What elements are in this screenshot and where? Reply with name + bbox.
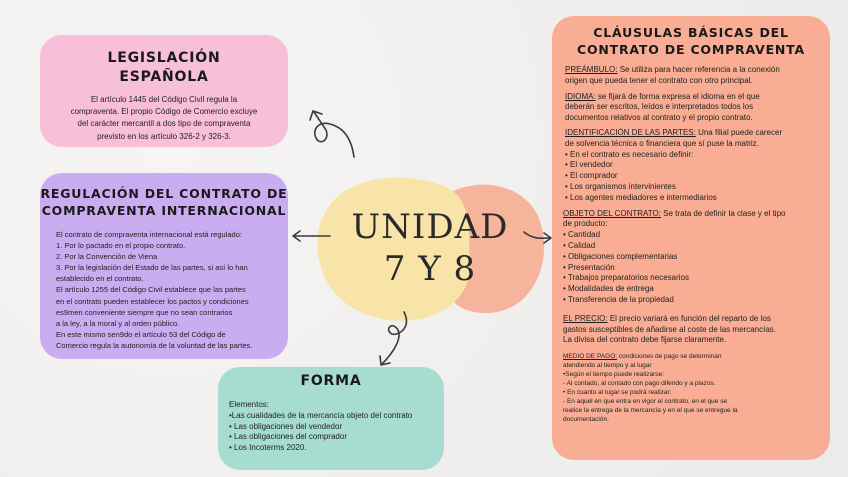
pago-section: MEDIO DE PAGO: condiciones de pago se de… bbox=[563, 352, 818, 424]
arrow-to-clausulas bbox=[523, 231, 551, 240]
pago-text: condiciones de pago se determinan atendi… bbox=[563, 353, 738, 424]
identificacion-section: IDENTIFICACIÓN DE LAS PARTES: Una filial… bbox=[565, 128, 818, 204]
forma-text: Elementos: •Las cualidades de la mercanc… bbox=[229, 400, 413, 453]
yellow-blob-shape bbox=[317, 177, 471, 321]
objeto-text: Se trata de definir la clase y el tipo d… bbox=[563, 208, 786, 304]
identificacion-label: IDENTIFICACIÓN DE LAS PARTES: bbox=[565, 127, 696, 137]
legislacion-text: El artículo 1445 del Código Civil regula… bbox=[70, 95, 258, 141]
arrowhead-regulacion bbox=[292, 230, 301, 242]
idioma-section: IDIOMA: se fijará de forma expresa el id… bbox=[565, 92, 818, 124]
arrowhead-legislacion bbox=[309, 110, 323, 121]
precio-section: EL PRECIO: El precio variará en función … bbox=[563, 314, 818, 346]
preambulo-label: PREÁMBULO: bbox=[565, 65, 618, 74]
precio-text: El precio variará en función del reparto… bbox=[563, 313, 777, 345]
arrowhead-clausulas bbox=[543, 232, 552, 244]
arrow-to-legislacion bbox=[313, 111, 355, 158]
arrowhead-forma bbox=[379, 355, 391, 366]
idioma-text: se fijará de forma expresa el idioma en … bbox=[565, 91, 760, 123]
objeto-label: OBJETO DEL CONTRATO: bbox=[563, 208, 661, 218]
peach-blob-shape bbox=[443, 184, 545, 314]
regulacion-card: REGULACIÓN DEL CONTRATO DE COMPRAVENTA I… bbox=[40, 173, 288, 359]
preambulo-section: PREÁMBULO: Se utiliza para hacer referen… bbox=[565, 65, 818, 87]
pago-label: MEDIO DE PAGO: bbox=[563, 353, 618, 361]
identificacion-text: Una filial puede carecer de solvencia té… bbox=[565, 127, 783, 202]
objeto-section: OBJETO DEL CONTRATO: Se trata de definir… bbox=[563, 209, 818, 306]
regulacion-text: El contrato de compraventa internacional… bbox=[56, 230, 253, 350]
preambulo-text: Se utiliza para hacer referencia a la co… bbox=[565, 65, 780, 85]
regulacion-title: REGULACIÓN DEL CONTRATO DE COMPRAVENTA I… bbox=[40, 186, 288, 218]
forma-card: FORMA Elementos: •Las cualidades de la m… bbox=[218, 367, 444, 470]
clausulas-card: CLÁUSULAS BÁSICAS DEL CONTRATO DE COMPRA… bbox=[552, 16, 830, 460]
precio-label: EL PRECIO: bbox=[563, 313, 608, 323]
idioma-label: IDIOMA: bbox=[565, 91, 596, 101]
forma-title: FORMA bbox=[300, 373, 362, 389]
arrow-to-forma bbox=[381, 311, 408, 365]
clausulas-title: CLÁUSULAS BÁSICAS DEL CONTRATO DE COMPRA… bbox=[576, 25, 806, 57]
legislacion-card: LEGISLACIÓN ESPAÑOLA El artículo 1445 de… bbox=[40, 35, 288, 147]
legislacion-title: LEGISLACIÓN ESPAÑOLA bbox=[107, 50, 221, 85]
central-title: UNIDAD 7 Y 8 bbox=[351, 207, 509, 289]
central-blob bbox=[298, 166, 548, 326]
